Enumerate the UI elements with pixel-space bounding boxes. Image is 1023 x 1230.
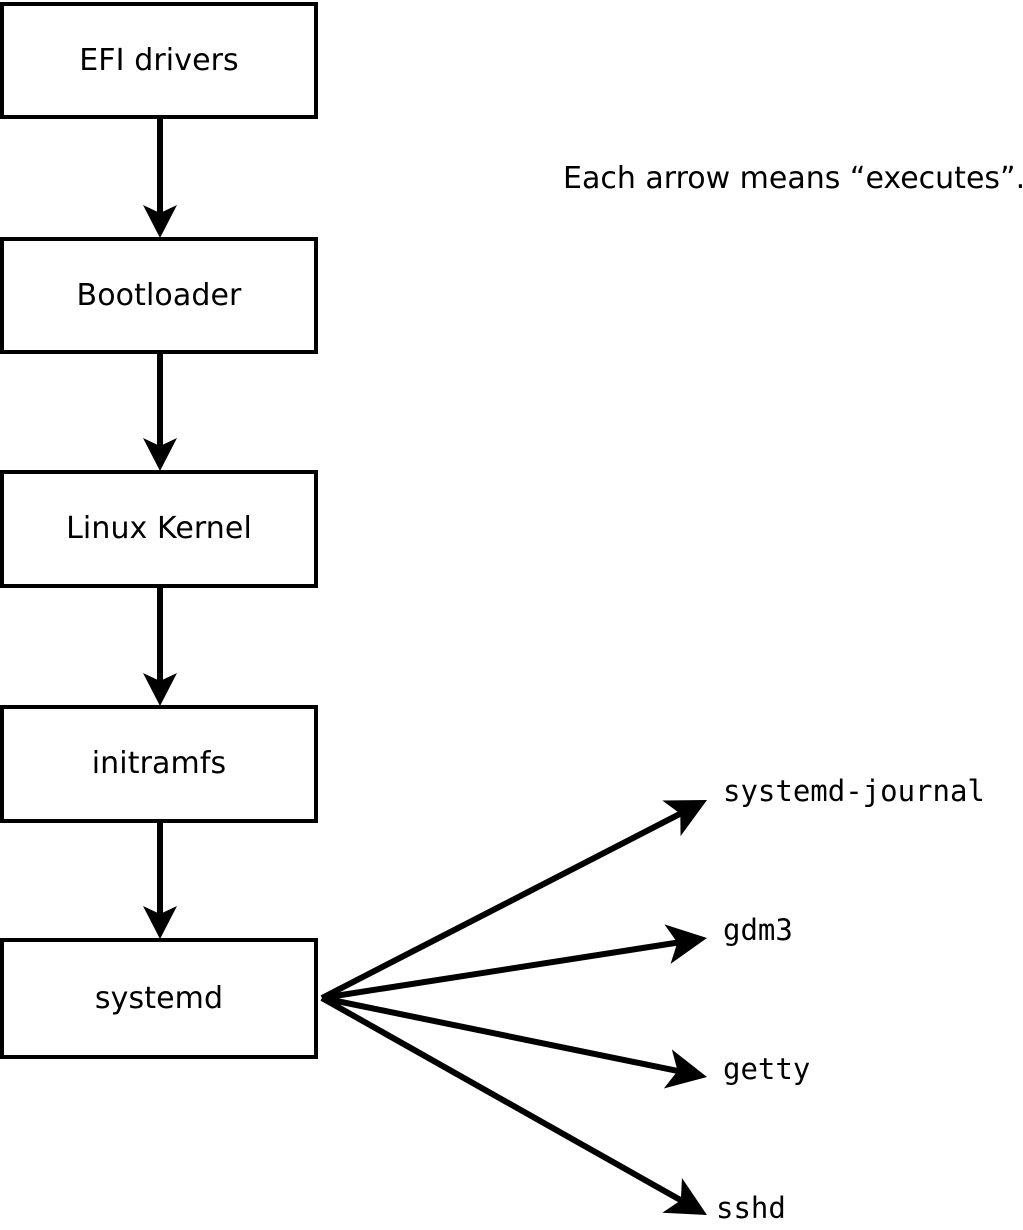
- fanout-arrow-head: [662, 1177, 707, 1215]
- chain-arrow-head: [143, 673, 177, 706]
- boot-stage-initramfs[interactable]: initramfs: [0, 705, 318, 823]
- fanout-arrow-head: [662, 800, 707, 837]
- fanout-arrow-getty: [321, 995, 707, 1089]
- fanout-arrow-shaft: [321, 939, 678, 1001]
- boot-stage-systemd[interactable]: systemd: [0, 938, 318, 1059]
- chain-arrow-head: [143, 906, 177, 939]
- fanout-arrow-head: [664, 924, 707, 964]
- fanout-arrow-shaft: [320, 811, 682, 1001]
- fanout-arrow-shaft: [320, 995, 683, 1203]
- boot-stage-label: EFI drivers: [79, 42, 239, 78]
- service-label-getty: getty: [723, 1052, 811, 1086]
- chain-arrow-head: [143, 438, 177, 471]
- caption-note: Each arrow means “executes”.: [563, 161, 1023, 196]
- boot-stage-linux-kernel[interactable]: Linux Kernel: [0, 470, 318, 588]
- boot-stage-label: Linux Kernel: [66, 511, 252, 546]
- chain-arrow-efi-to-bootloader: [143, 119, 177, 238]
- boot-stage-bootloader[interactable]: Bootloader: [0, 237, 318, 354]
- chain-arrow-bootloader-to-kernel: [143, 354, 177, 471]
- chain-arrow-kernel-to-initramfs: [143, 588, 177, 706]
- chain-arrow-initramfs-to-systemd: [143, 823, 177, 939]
- fanout-arrow-gdm3: [321, 924, 707, 1001]
- fanout-arrow-head: [663, 1049, 707, 1089]
- fanout-arrow-shaft: [321, 995, 679, 1074]
- boot-stage-efi-drivers[interactable]: EFI drivers: [0, 2, 318, 119]
- boot-stage-label: systemd: [94, 980, 224, 1016]
- fanout-arrow-sshd: [320, 995, 707, 1215]
- chain-arrow-head: [143, 205, 177, 238]
- boot-stage-label: initramfs: [91, 746, 227, 781]
- service-label-gdm3: gdm3: [723, 913, 793, 947]
- fanout-arrow-systemd-journal: [320, 800, 707, 1001]
- service-label-systemd-journal: systemd-journal: [723, 774, 985, 808]
- boot-stage-label: Bootloader: [76, 277, 242, 313]
- service-label-sshd: sshd: [716, 1191, 786, 1225]
